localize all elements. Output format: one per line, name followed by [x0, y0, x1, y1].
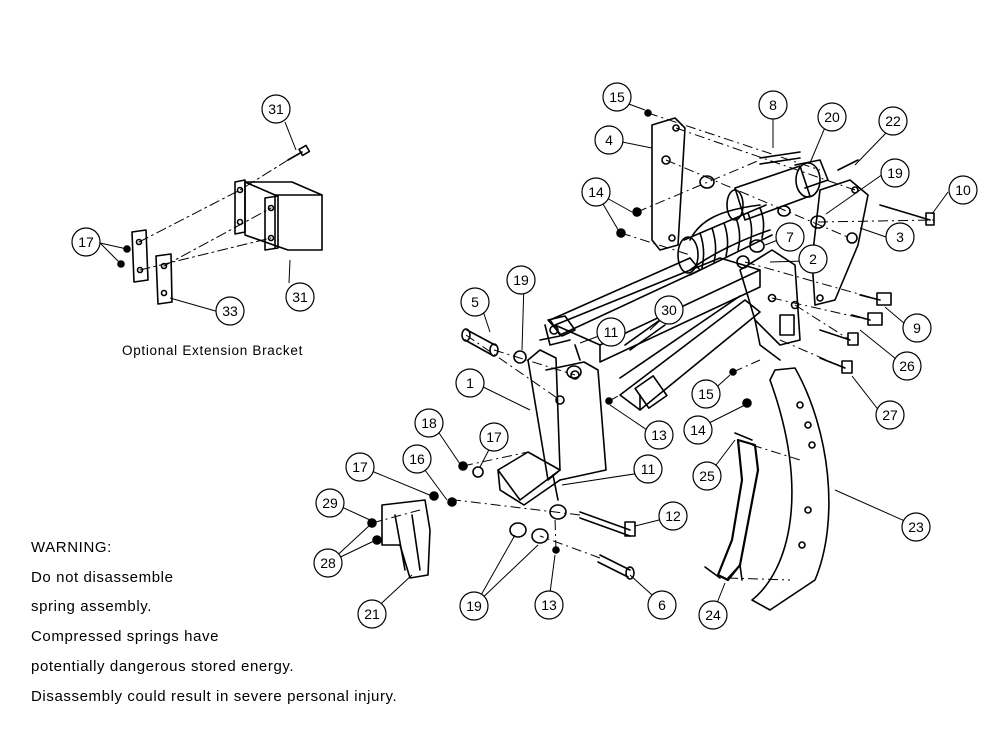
callout-13-mid: 13 — [651, 427, 667, 443]
callout-29: 29 — [322, 495, 338, 511]
extension-bracket-centerlines — [138, 159, 289, 271]
callout-22: 22 — [885, 113, 901, 129]
callout-19-left: 19 — [513, 272, 529, 288]
extension-bracket-assembly — [117, 144, 323, 305]
callout-14-mid: 14 — [690, 422, 706, 438]
callout-19-top: 19 — [887, 165, 903, 181]
callout-33: 33 — [222, 303, 238, 319]
callout-8: 8 — [769, 97, 777, 113]
callout-9: 9 — [913, 320, 921, 336]
warning-line: spring assembly. — [31, 598, 153, 615]
callout-24: 24 — [705, 607, 721, 623]
callout-11-bottom: 11 — [641, 461, 656, 477]
callout-7: 7 — [786, 229, 794, 245]
callout-17-mid: 17 — [486, 429, 502, 445]
extension-bracket-caption: Optional Extension Bracket — [122, 343, 304, 358]
callout-17-left: 17 — [352, 459, 368, 475]
callout-14-top: 14 — [588, 184, 604, 200]
callout-5: 5 — [471, 294, 479, 310]
callout-19-bottom: 19 — [466, 598, 482, 614]
warning-line: potentially dangerous stored energy. — [31, 658, 295, 675]
spring-link-arm — [544, 257, 701, 346]
spring-assembly — [677, 151, 859, 276]
callout-17-bracket: 17 — [78, 234, 94, 250]
shank — [751, 367, 830, 611]
warning-line: Disassembly could result in severe perso… — [31, 688, 398, 705]
rear-bracket — [739, 249, 801, 361]
callout-28: 28 — [320, 555, 336, 571]
main-beam — [554, 257, 761, 411]
callout-26: 26 — [899, 358, 915, 374]
callout-11-top: 11 — [604, 324, 619, 340]
callout-13-bottom: 13 — [541, 597, 557, 613]
callout-15-mid: 15 — [698, 386, 714, 402]
point — [716, 438, 760, 582]
callout-27: 27 — [882, 407, 898, 423]
callout-20: 20 — [824, 109, 840, 125]
callout-32: 31 — [292, 289, 308, 305]
callout-3: 3 — [896, 229, 904, 245]
callout-2: 2 — [809, 251, 817, 267]
callout-15-top: 15 — [609, 89, 625, 105]
callout-23: 23 — [908, 519, 924, 535]
callout-31: 31 — [268, 101, 284, 117]
callout-10: 10 — [955, 182, 971, 198]
callout-25: 25 — [699, 468, 715, 484]
callout-1: 1 — [466, 375, 474, 391]
callout-21: 21 — [364, 606, 380, 622]
callout-30: 30 — [661, 302, 677, 318]
callout-18: 18 — [421, 415, 437, 431]
clamp — [381, 499, 431, 579]
warning-title: WARNING: — [31, 539, 112, 556]
warning-line: Do not disassemble — [31, 569, 174, 586]
callout-4: 4 — [605, 132, 613, 148]
side-plate-left — [651, 117, 686, 251]
callouts: 31 17 31 33 15 8 20 22 4 14 19 10 3 7 2 … — [71, 82, 978, 630]
callout-16: 16 — [409, 451, 425, 467]
side-plate-right — [811, 179, 869, 306]
callout-6: 6 — [658, 597, 666, 613]
callout-12: 12 — [665, 508, 681, 524]
warning-line: Compressed springs have — [31, 628, 220, 645]
assembly-centerlines — [371, 112, 936, 581]
